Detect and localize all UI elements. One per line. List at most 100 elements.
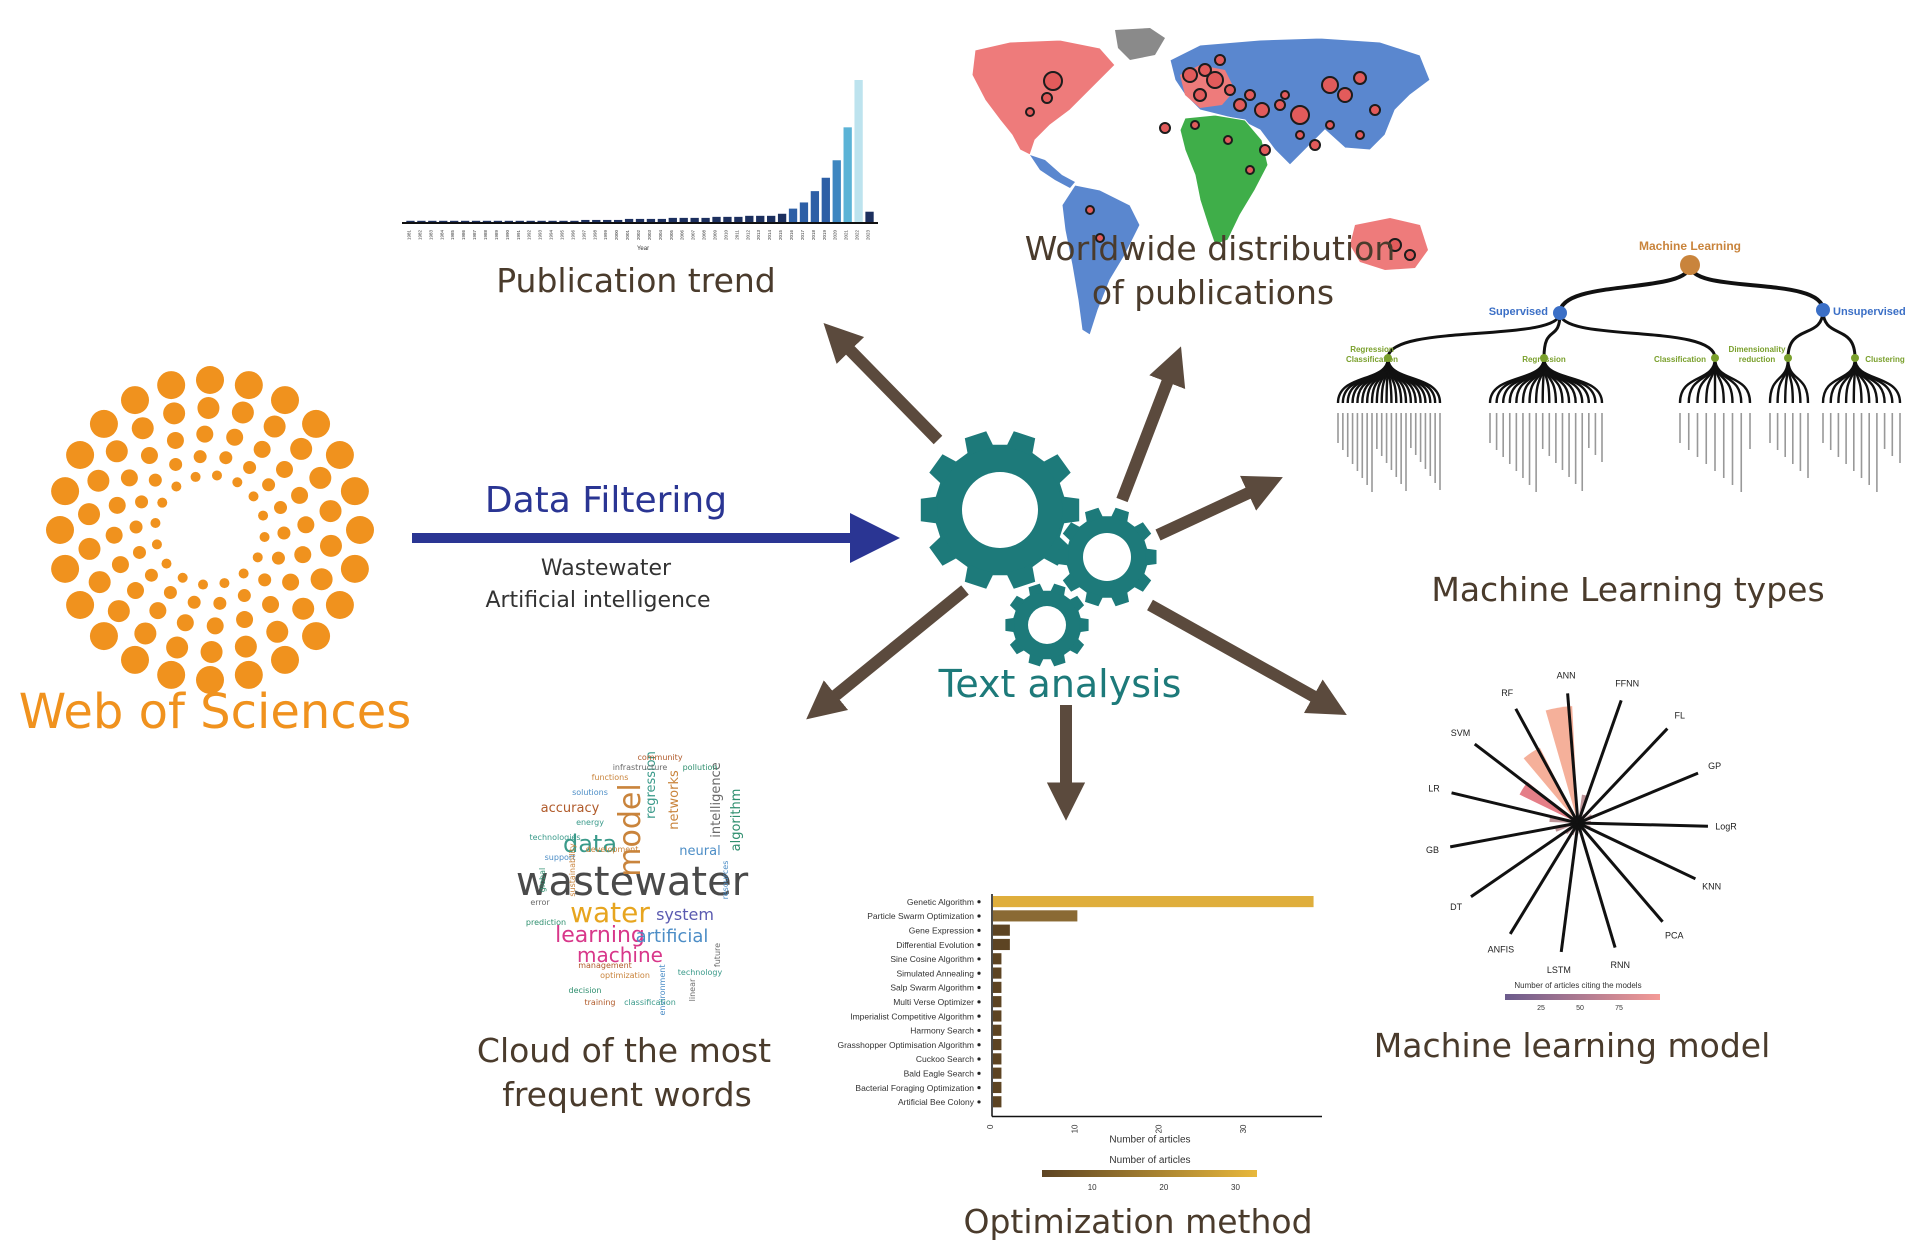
tree-leaf-label xyxy=(1508,413,1511,464)
opt-x-tick: 0 xyxy=(986,1124,995,1129)
tree-leaf-label xyxy=(1555,413,1557,463)
radial-category-label: LR xyxy=(1428,784,1440,794)
logo-dot xyxy=(176,614,194,632)
pub-tick-label: 2020 xyxy=(833,230,838,241)
pub-tick-label: 2017 xyxy=(800,230,805,241)
pub-bar xyxy=(832,160,841,222)
logo-dot xyxy=(271,551,285,565)
map-bubble xyxy=(1223,135,1233,145)
map-bubble xyxy=(1259,144,1271,156)
tree-leaf-label xyxy=(1434,413,1436,483)
tree-leaf-label xyxy=(1502,413,1504,457)
gears-icon xyxy=(920,431,1157,667)
pub-tick-label: 2022 xyxy=(855,230,860,241)
tree-root-label: Machine Learning xyxy=(1639,239,1741,253)
radial-legend-tick: 25 xyxy=(1537,1005,1545,1012)
pub-bar xyxy=(865,211,874,222)
filter-keyword-1: Wastewater xyxy=(541,556,672,581)
word-cloud-word: networks xyxy=(667,770,682,830)
map-bubble xyxy=(1043,71,1063,91)
radial-category-label: RF xyxy=(1501,688,1513,698)
tree-leaf-label xyxy=(1837,413,1840,457)
word-cloud-word: data xyxy=(563,830,617,858)
pub-tick-label: 1983 xyxy=(428,230,433,241)
logo-dot xyxy=(226,428,244,446)
logo-dot xyxy=(78,537,101,560)
pub-tick-label: 1988 xyxy=(483,230,488,241)
logo-dot xyxy=(89,409,118,438)
tree-node-unsupervised xyxy=(1816,303,1830,317)
logo-dot xyxy=(149,602,167,620)
map-publication-bubbles xyxy=(1025,54,1416,261)
tree-leaf-label xyxy=(1568,413,1570,477)
opt-category-label: Simulated Annealing xyxy=(896,968,974,978)
logo-dot xyxy=(190,471,201,482)
radial-spoke xyxy=(1576,822,1617,949)
map-bubble xyxy=(1280,90,1290,100)
pub-tick-label: 1997 xyxy=(581,230,586,241)
tree-leaf-label xyxy=(1574,413,1577,484)
opt-category-label: Bald Eagle Search xyxy=(904,1068,975,1078)
pub-bar xyxy=(515,220,524,222)
pub-bar xyxy=(471,220,481,222)
arrow-ml-model xyxy=(1147,599,1347,715)
word-cloud-word: classification xyxy=(624,998,676,1007)
pub-tick-label: 2003 xyxy=(647,230,652,241)
pub-bar xyxy=(821,177,830,222)
tree-node-child xyxy=(1851,354,1859,362)
tree-leaf-label xyxy=(1410,413,1412,448)
map-africa xyxy=(1179,114,1269,246)
tree-leaf-label xyxy=(1784,413,1786,457)
word-cloud-word: linear xyxy=(688,978,697,1001)
opt-legend-bar xyxy=(1042,1170,1257,1177)
map-bubble xyxy=(1198,63,1212,77)
logo-dot xyxy=(319,500,342,523)
pub-tick-label: 1996 xyxy=(570,230,575,241)
tree-leaf-branch xyxy=(1786,357,1810,404)
opt-bar xyxy=(993,1053,1002,1065)
opt-bar xyxy=(993,910,1078,922)
logo-dot xyxy=(66,591,95,619)
map-bubble xyxy=(1095,233,1105,243)
tree-leaf-label xyxy=(1799,413,1802,471)
tree-leaf-branch xyxy=(1853,357,1902,404)
map-greenland xyxy=(1115,28,1165,60)
logo-dot xyxy=(238,568,249,579)
pub-tick-label: 1992 xyxy=(527,230,532,241)
logo-dot xyxy=(171,481,182,492)
logo-dot xyxy=(198,579,209,590)
opt-category-label: Sine Cosine Algorithm xyxy=(890,954,974,964)
radial-spoke xyxy=(1577,821,1708,828)
worldwide-title-line2: of publications xyxy=(1092,273,1334,312)
pub-tick-label: 2011 xyxy=(734,230,739,240)
map-bubble xyxy=(1353,71,1367,85)
logo-dot xyxy=(196,425,214,443)
logo-dot xyxy=(274,501,288,515)
radial-wedge xyxy=(1523,747,1578,823)
word-cloud-word: artificial xyxy=(636,926,709,947)
filter-keyword-2: Artificial intelligence xyxy=(485,588,710,613)
opt-bar xyxy=(993,1081,1002,1094)
opt-bar xyxy=(993,1067,1002,1079)
map-bubble xyxy=(1388,238,1402,252)
opt-bar xyxy=(993,953,1002,965)
tree-leaf-label xyxy=(1489,413,1491,443)
logo-dot xyxy=(166,431,184,449)
radial-spoke xyxy=(1577,821,1697,881)
opt-bar xyxy=(993,938,1010,951)
logo-dot xyxy=(258,510,269,521)
radial-category-label: DT xyxy=(1450,902,1462,912)
logo-dot xyxy=(262,478,276,492)
tree-leaf-label xyxy=(1561,413,1564,470)
radial-category-label: LogR xyxy=(1715,822,1737,832)
opt-bar xyxy=(993,1039,1002,1051)
tree-leaf-label xyxy=(1380,413,1383,456)
opt-category-label: Genetic Algorithm xyxy=(907,897,974,907)
pub-tick-label: 2002 xyxy=(636,230,641,241)
pub-tick-label: 2000 xyxy=(614,230,619,241)
pub-bar xyxy=(668,217,677,222)
radial-spoke xyxy=(1514,708,1580,824)
world-map xyxy=(971,28,1431,336)
map-central-america xyxy=(1030,155,1075,188)
